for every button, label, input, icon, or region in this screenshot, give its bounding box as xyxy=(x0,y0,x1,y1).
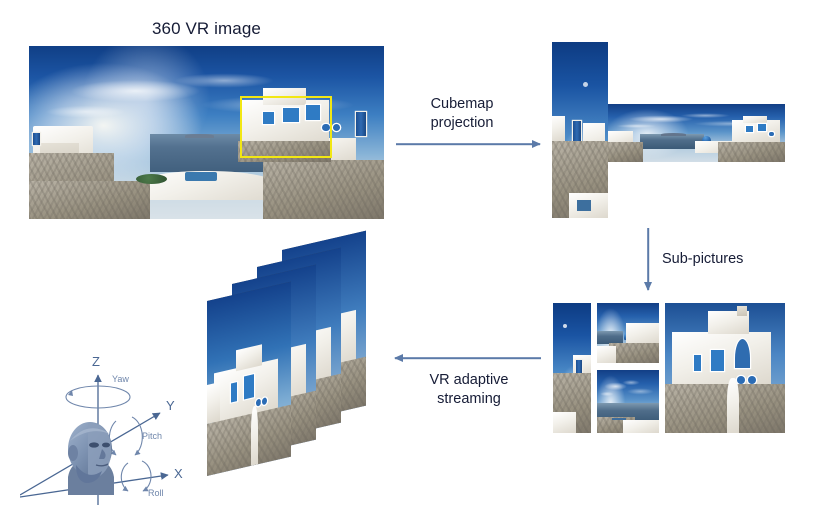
cubemap-column-pool xyxy=(576,200,592,211)
tile2-steps xyxy=(609,342,659,363)
cubemap-strip-dome xyxy=(701,136,711,144)
cubemap-horizontal-strip xyxy=(608,104,785,162)
cubemap-column-building xyxy=(552,115,566,141)
sub-pictures-label: Sub-pictures xyxy=(662,250,743,269)
streaming-label-line1: VR adaptive xyxy=(429,372,509,388)
vr-adaptive-streaming-label: VR adaptive streaming xyxy=(405,371,533,409)
arrow-head-down-icon xyxy=(644,282,652,291)
panorama-house-upper xyxy=(263,87,306,105)
tile4-circle-window-2 xyxy=(747,375,757,385)
cubemap-strip-window-2 xyxy=(758,124,767,132)
cubemap-strip-base xyxy=(717,142,785,162)
cubemap-vertical-column xyxy=(552,42,608,218)
arrow-head-left-icon xyxy=(394,354,403,362)
arrow-head-right-icon xyxy=(532,140,541,148)
rotation-label-pitch: Pitch xyxy=(142,431,163,441)
tile4-arch-door xyxy=(734,339,751,368)
axis-label-z: Z xyxy=(92,354,100,369)
arrow-line xyxy=(395,357,541,359)
rotation-label-yaw: Yaw xyxy=(112,374,129,384)
tile2-sea xyxy=(597,330,624,344)
panorama-island-2 xyxy=(185,134,214,138)
tile4-base xyxy=(665,383,785,433)
panorama-plant xyxy=(135,174,168,185)
roll-rotation-arc xyxy=(120,462,129,492)
axis-label-x: X xyxy=(174,466,183,481)
cubemap-strip-house-top xyxy=(742,115,768,123)
cubemap-projection-label: Cubemap projection xyxy=(412,95,512,133)
cubemap-label-line2: projection xyxy=(430,115,494,131)
rotation-label-roll: Roll xyxy=(148,488,164,498)
page-title: 360 VR image xyxy=(152,19,261,38)
panorama-image xyxy=(29,46,384,219)
cubemap-label-line1: Cubemap xyxy=(430,96,494,112)
tile2-village xyxy=(625,323,659,344)
tile2-wall xyxy=(597,346,616,363)
cubemap-strip-sea xyxy=(639,134,704,150)
cubemap-strip-window-1 xyxy=(746,126,754,133)
arrow-line xyxy=(396,143,540,145)
cubemap-column-door xyxy=(573,121,581,145)
tile4-chimney xyxy=(737,305,747,316)
axis-label-y: Y xyxy=(166,398,175,413)
subpicture-tile-mid-bottom xyxy=(597,370,659,433)
tile1-moon xyxy=(562,323,567,328)
layer1-pillar xyxy=(250,404,259,466)
panorama-steps-right xyxy=(263,160,384,219)
tile3-terrace xyxy=(623,420,659,433)
roll-rotation-arc-2 xyxy=(141,460,152,492)
subpicture-tile-left-tall xyxy=(553,303,591,433)
panorama-circle-window-1 xyxy=(321,123,330,132)
arrow-line xyxy=(647,228,649,290)
axes-svg xyxy=(19,374,169,505)
cubemap-strip-building-left xyxy=(608,130,633,146)
panorama-window-2 xyxy=(282,108,299,123)
tile4-window-2 xyxy=(710,349,724,371)
subpicture-tile-right-large xyxy=(665,303,785,433)
panorama-door-right xyxy=(355,111,367,136)
panorama-house-base xyxy=(238,141,331,162)
arrow-cubemap-projection xyxy=(396,138,541,150)
cubemap-strip-island xyxy=(661,133,686,136)
streaming-label-line2: streaming xyxy=(437,391,501,407)
panorama-circle-window-2 xyxy=(332,123,341,132)
sub-pictures-label-line1: Sub-pictures xyxy=(662,251,744,267)
cubemap-strip-stone-left xyxy=(608,142,644,162)
tile4-window-1 xyxy=(693,355,701,371)
panorama-window-1 xyxy=(263,111,274,124)
tile4-white-pillar xyxy=(727,378,740,433)
yaw-rotation-arc xyxy=(65,385,131,409)
tile4-circle-window-1 xyxy=(737,375,746,385)
cubemap-column-moon xyxy=(583,82,589,88)
pitch-rotation-arc-2 xyxy=(131,416,143,456)
cubemap-strip-circle-1 xyxy=(769,131,774,137)
yaw-arrow-icon xyxy=(68,390,73,396)
tile1-door xyxy=(575,360,582,376)
head-model-icon xyxy=(68,422,114,495)
subpicture-tile-mid-top xyxy=(597,303,659,363)
tile1-terrace xyxy=(553,412,576,433)
layer1-window-1 xyxy=(230,381,238,403)
arrow-sub-pictures xyxy=(642,228,654,291)
panorama-door-left xyxy=(32,132,40,145)
layer1-window-2 xyxy=(243,374,255,400)
panorama-window-3 xyxy=(305,104,321,121)
tile3-rail xyxy=(611,417,626,421)
panorama-steps-foreground xyxy=(29,180,150,219)
panorama-pool xyxy=(185,172,218,181)
cubemap-strip-house-right xyxy=(731,120,780,143)
arrow-vr-adaptive-streaming xyxy=(394,352,541,364)
tile4-house-upper xyxy=(708,310,749,335)
head-orientation-diagram: Z Y X Yaw Pitch Roll xyxy=(19,345,230,517)
